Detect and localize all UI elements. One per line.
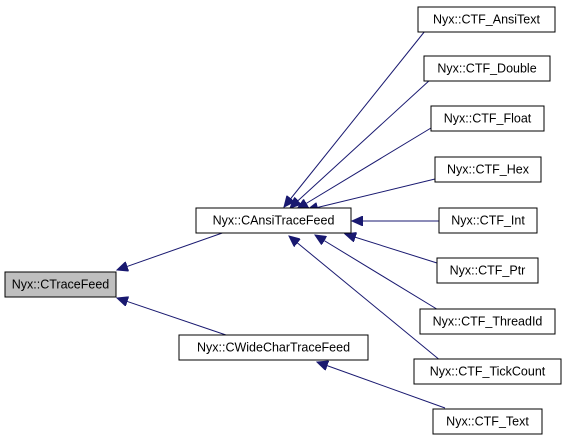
edge-ctf-ptr-to-cansitracefeed <box>345 234 438 264</box>
node-ctf-double[interactable]: Nyx::CTF_Double <box>423 55 551 82</box>
edge-ctf-tickcount-to-cansitracefeed <box>289 236 442 362</box>
edge-ctf-float-to-cansitracefeed <box>297 127 432 209</box>
node-ctf-ansitext[interactable]: Nyx::CTF_AnsiText <box>417 6 556 33</box>
edge-ctf-ansitext-to-cansitracefeed <box>284 30 426 207</box>
node-label-cansitracefeed: Nyx::CAnsiTraceFeed <box>213 213 335 227</box>
node-ctf-float[interactable]: Nyx::CTF_Float <box>430 105 545 132</box>
edge-ctf-text-to-cwidechartracefeed <box>317 362 446 409</box>
node-ctf-text[interactable]: Nyx::CTF_Text <box>432 408 543 435</box>
edge-ctf-hex-to-cansitracefeed <box>307 178 436 210</box>
node-label-ctf-ansitext: Nyx::CTF_AnsiText <box>433 12 540 26</box>
node-label-cwidechartracefeed: Nyx::CWideCharTraceFeed <box>197 340 350 354</box>
node-cwidechartracefeed[interactable]: Nyx::CWideCharTraceFeed <box>178 334 369 361</box>
node-ctracefeed[interactable]: Nyx::CTraceFeed <box>4 271 117 298</box>
node-ctf-tickcount[interactable]: Nyx::CTF_TickCount <box>413 358 562 385</box>
node-label-ctf-text: Nyx::CTF_Text <box>446 414 529 428</box>
edge-cwidechartracefeed-to-ctracefeed <box>117 298 227 336</box>
node-label-ctf-int: Nyx::CTF_Int <box>451 213 525 227</box>
node-label-ctf-threadid: Nyx::CTF_ThreadId <box>433 314 543 328</box>
node-cansitracefeed[interactable]: Nyx::CAnsiTraceFeed <box>195 207 352 234</box>
node-label-ctf-float: Nyx::CTF_Float <box>444 111 532 125</box>
node-label-ctf-tickcount: Nyx::CTF_TickCount <box>430 364 546 378</box>
node-ctf-hex[interactable]: Nyx::CTF_Hex <box>434 156 542 183</box>
node-ctf-int[interactable]: Nyx::CTF_Int <box>438 207 538 234</box>
edge-cansitracefeed-to-ctracefeed <box>117 230 229 270</box>
node-label-ctf-ptr: Nyx::CTF_Ptr <box>450 263 526 277</box>
edge-ctf-threadid-to-cansitracefeed <box>315 235 441 312</box>
node-ctf-threadid[interactable]: Nyx::CTF_ThreadId <box>419 308 556 335</box>
node-ctf-ptr[interactable]: Nyx::CTF_Ptr <box>436 257 539 284</box>
node-label-ctracefeed: Nyx::CTraceFeed <box>12 277 110 291</box>
node-label-ctf-double: Nyx::CTF_Double <box>437 61 536 75</box>
node-label-ctf-hex: Nyx::CTF_Hex <box>447 162 530 176</box>
edge-ctf-double-to-cansitracefeed <box>290 78 432 208</box>
edges <box>117 30 446 409</box>
